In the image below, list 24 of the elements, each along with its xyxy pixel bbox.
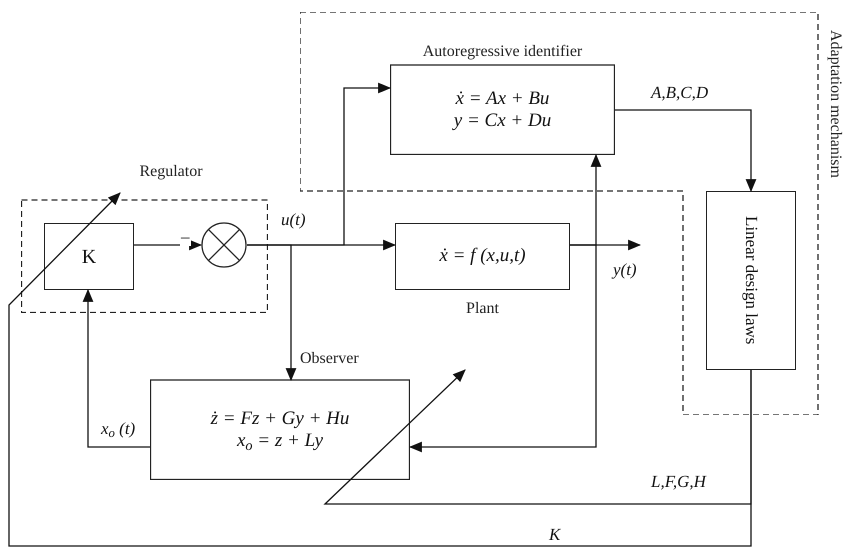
arrow (82, 288, 150, 448)
arrow (8, 192, 752, 547)
block-caption: Plant (466, 299, 499, 319)
equation: ż = Fz + Gy + Hu (210, 408, 350, 430)
equation: ẋ = f (x,u,t) (439, 244, 526, 268)
block-title: Observer (300, 349, 359, 369)
block-label: Linear design laws (740, 215, 762, 347)
arrow (408, 244, 597, 452)
arrow (615, 109, 756, 192)
block-label: K (82, 244, 96, 270)
block-title: Autoregressive identifier (422, 42, 582, 62)
region-label: Regulator (139, 162, 203, 182)
process-block (706, 191, 796, 370)
edge-label: x$_{o}$ (t) (100, 419, 136, 438)
process-block (44, 223, 134, 290)
equation: ẋ = Ax + Bu (456, 88, 550, 110)
arrow (247, 244, 296, 382)
equation: x$_{o}$ = z + Ly (236, 430, 324, 452)
region-label: Adaptation mechanism (826, 30, 845, 178)
arrow (323, 369, 752, 505)
arrow (134, 240, 202, 250)
equation: y = Cx + Du (454, 110, 552, 132)
edge-label: u(t) (280, 210, 307, 229)
edge-label: y(t) (612, 260, 638, 279)
